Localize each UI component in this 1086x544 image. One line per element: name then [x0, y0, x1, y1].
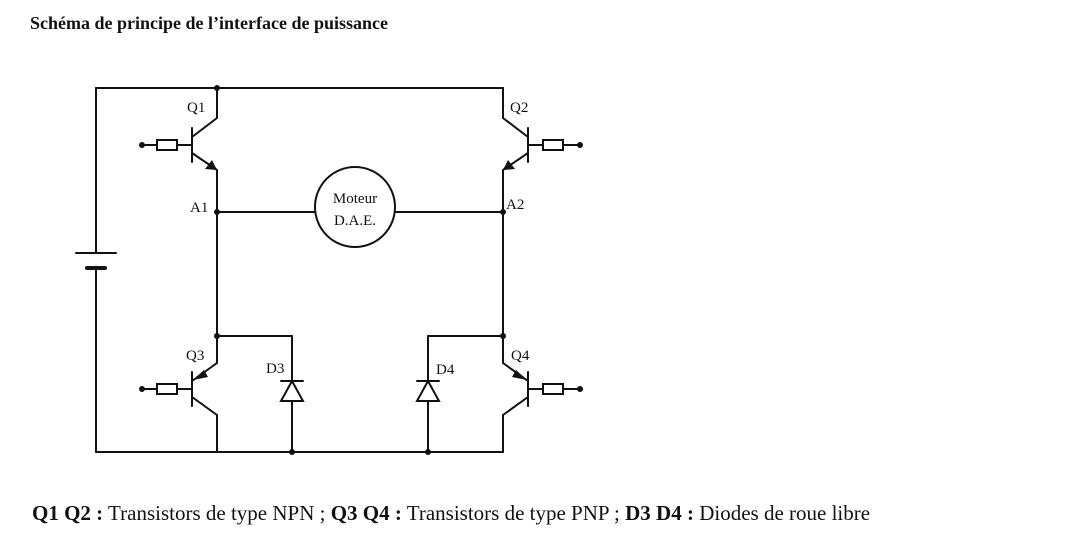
diode-d4	[415, 335, 504, 453]
node-a1-label: A1	[190, 200, 208, 216]
legend-item-pnp: Q3 Q4 : Transistors de type PNP ;	[330, 501, 626, 525]
node-a2-label: A2	[506, 197, 524, 213]
legend: Q1 Q2 : Transistors de type NPN ; Q3 Q4 …	[32, 501, 870, 526]
transistor-q2-npn	[502, 117, 583, 171]
legend-item-diodes: D3 D4 : Diodes de roue libre	[625, 501, 871, 525]
q1-label: Q1	[187, 100, 205, 116]
q3-label: Q3	[186, 348, 204, 364]
supply-rails	[95, 85, 504, 455]
left-branch-wire	[214, 87, 220, 453]
d3-label: D3	[266, 361, 284, 377]
q2-label: Q2	[510, 100, 528, 116]
motor-label-line2: D.A.E.	[334, 213, 376, 229]
right-branch-wire	[500, 87, 506, 453]
q4-label: Q4	[511, 348, 530, 364]
legend-item-npn: Q1 Q2 : Transistors de type NPN ;	[32, 501, 331, 525]
diagram-title: Schéma de principe de l’interface de pui…	[30, 13, 388, 33]
d4-label: D4	[436, 362, 455, 378]
battery-symbol	[75, 252, 117, 270]
motor-symbol: Moteur D.A.E.	[314, 166, 396, 248]
motor-label-line1: Moteur	[333, 191, 377, 207]
transistor-q1-npn	[139, 117, 218, 171]
transistor-q4-pnp	[502, 354, 583, 421]
diode-d3	[216, 335, 305, 453]
transistor-q3-pnp	[139, 354, 218, 421]
